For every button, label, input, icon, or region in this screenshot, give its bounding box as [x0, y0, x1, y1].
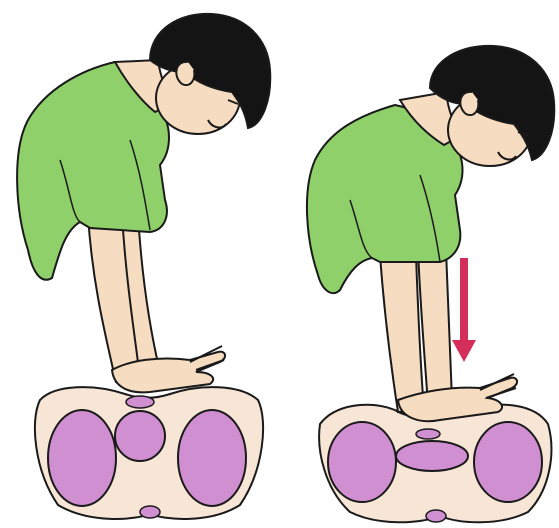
spine	[140, 506, 160, 518]
heart-compressed	[396, 441, 468, 471]
left-lung	[328, 422, 396, 502]
chest-cross-section-compressed	[319, 405, 551, 523]
spine	[426, 510, 446, 522]
sternum	[416, 429, 440, 439]
heart	[115, 411, 165, 461]
chest-cross-section-normal	[35, 387, 263, 519]
right-lung	[474, 422, 542, 502]
sternum	[126, 396, 154, 408]
right-lung	[178, 410, 246, 506]
left-lung	[48, 410, 116, 506]
